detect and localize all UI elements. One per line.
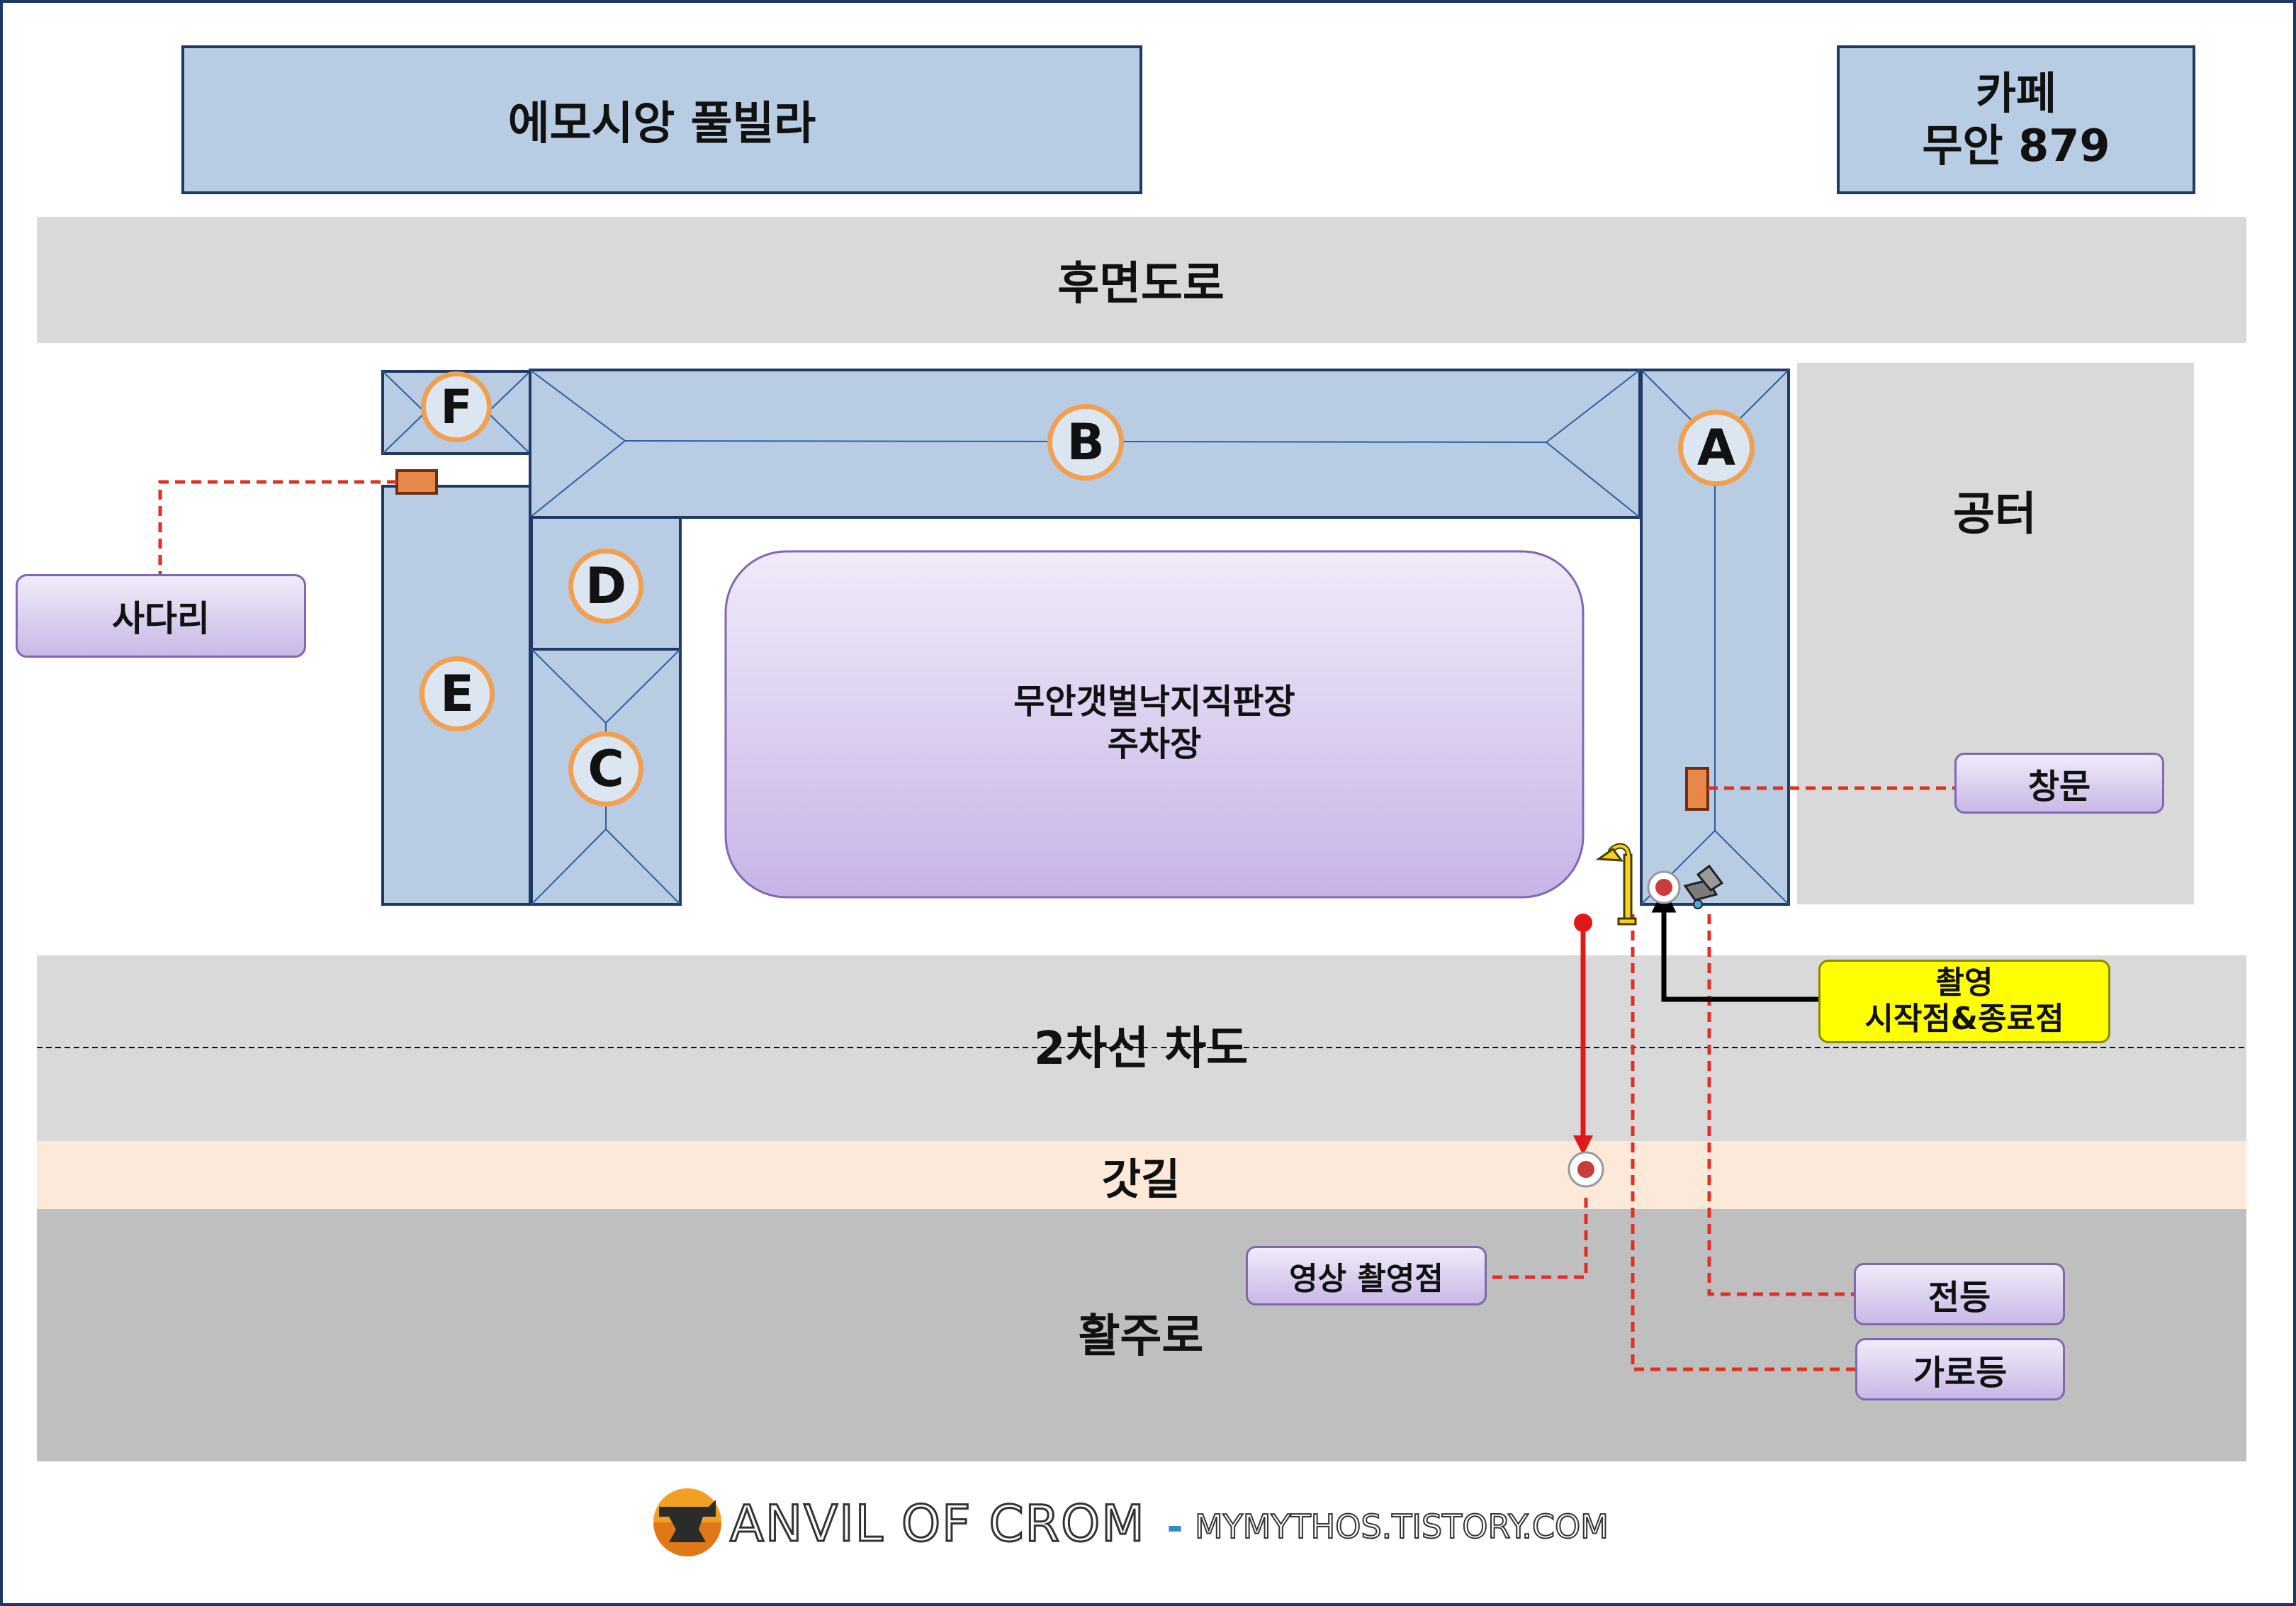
- footer-separator: -: [1166, 1503, 1183, 1550]
- shoulder-label: 갓길: [1101, 1155, 1181, 1205]
- arrow-origin-dot: [1574, 914, 1592, 932]
- ladder-marker: [395, 469, 438, 495]
- camera-icon: [1683, 864, 1724, 909]
- start-end-arrow: [1651, 887, 1818, 1002]
- villa-label: 에모시앙 풀빌라: [507, 98, 816, 150]
- start-end-callout: 촬영 시작점&종료점: [1818, 960, 2110, 1043]
- block-label-a: A: [1678, 410, 1755, 486]
- cafe-building: [1837, 45, 2195, 194]
- vacant-lot-label: 공터: [1953, 488, 2037, 541]
- rear-road: [37, 217, 2246, 343]
- footer-brand: ANVIL OF CROM: [729, 1494, 1146, 1554]
- vacant-lot-area: [1797, 363, 2194, 904]
- start-point-marker: [1647, 870, 1681, 904]
- street-lamp-icon: [1595, 843, 1637, 926]
- lane-road-label: 2차선 차도: [1033, 1023, 1249, 1075]
- block-label-c: C: [568, 731, 643, 807]
- block-label-d: D: [568, 549, 643, 624]
- block-label-b: B: [1047, 404, 1124, 481]
- window-callout: 창문: [1954, 753, 2164, 814]
- utility-pole-callout: 전등: [1854, 1263, 2065, 1325]
- parking-lot: [724, 550, 1585, 899]
- street-lamp-callout: 가로등: [1855, 1338, 2065, 1400]
- ladder-callout: 사다리: [16, 574, 306, 658]
- window-marker: [1685, 767, 1709, 811]
- villa-building: [181, 45, 1142, 194]
- footer-site: MYMYTHOS.TISTORY.COM: [1194, 1507, 1609, 1546]
- parking-label: 무안갯벌낙지직판장 주차장: [1013, 682, 1295, 764]
- cafe-label: 카페 무안 879: [1922, 67, 2110, 172]
- runway: [37, 1209, 2246, 1461]
- video-point-marker: [1568, 1151, 1604, 1188]
- block-label-e: E: [420, 656, 495, 731]
- shoulder: [37, 1141, 2246, 1209]
- block-label-f: F: [421, 371, 492, 442]
- anvil-logo-icon: [653, 1488, 721, 1556]
- callout-connectors: [158, 480, 1956, 1371]
- rear-road-label: 후면도로: [1057, 258, 1225, 310]
- video-spot-callout: 영상 촬영점: [1246, 1246, 1487, 1305]
- runway-label: 활주로: [1078, 1310, 1204, 1363]
